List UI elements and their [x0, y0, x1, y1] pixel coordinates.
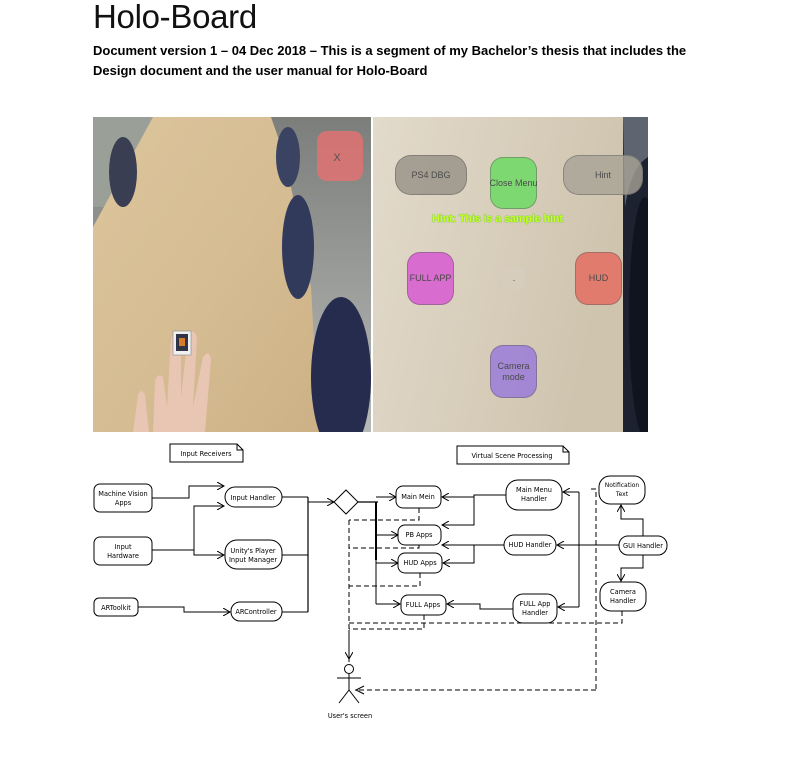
- label-machine-vision-apps: Apps: [115, 499, 132, 507]
- label-notification-text: Text: [615, 491, 629, 498]
- chair: [109, 137, 137, 207]
- node-notification-text: [598, 475, 646, 505]
- chair: [282, 195, 314, 299]
- ar-button-close-menu[interactable]: Close Menu: [489, 157, 538, 209]
- ar-button-label: Close Menu: [489, 177, 538, 188]
- hint-text: Hint: This is a sample hint: [432, 213, 563, 225]
- label-input: Input: [114, 543, 131, 551]
- ar-button-label: Hint: [594, 169, 611, 180]
- label-main-menu-handler: Handler: [521, 495, 547, 503]
- note-input-receivers-label: Input Receivers: [180, 450, 232, 458]
- label-pb-apps: PB Apps: [406, 531, 433, 539]
- note-input-receivers: [169, 443, 244, 463]
- label-input-manager: Input Manager: [229, 556, 277, 564]
- ar-button-label: HUD: [588, 273, 609, 283]
- document-title: Holo-Board: [93, 0, 257, 35]
- close-button-label: X: [333, 152, 341, 164]
- label-unity-player: Unity's Player: [230, 547, 275, 555]
- label-full-app-handler: Handler: [522, 609, 548, 617]
- label-arcontroller: ARController: [235, 608, 276, 616]
- label-full-app: FULL App: [520, 600, 551, 608]
- ar-button-camera-mode[interactable]: Camera mode: [490, 345, 537, 398]
- label-main-menu: Main Menu: [516, 486, 552, 494]
- label-users-screen: User's screen: [328, 712, 372, 720]
- ar-button-label: Camera mode: [497, 360, 530, 382]
- label-full-apps: FULL Apps: [406, 601, 441, 609]
- label-notification: Notification: [605, 482, 640, 489]
- label-hardware: Hardware: [107, 552, 139, 560]
- ar-button-label: .: [512, 272, 516, 283]
- label-hud-apps: HUD Apps: [403, 559, 437, 567]
- chair: [276, 127, 300, 187]
- label-hud-handler: HUD Handler: [509, 541, 552, 549]
- ar-button-hint[interactable]: Hint: [563, 155, 643, 195]
- ar-button-label: PS4 DBG: [411, 169, 451, 180]
- ar-marker: [172, 330, 192, 356]
- document-subtitle: Document version 1 – 04 Dec 2018 – This …: [93, 43, 687, 78]
- label-input-handler: Input Handler: [230, 494, 275, 502]
- note-virtual-scene-processing: [456, 445, 570, 465]
- node-machine-vision-apps: [93, 483, 153, 513]
- close-button-overlay[interactable]: [317, 131, 363, 181]
- table-surface: [93, 117, 319, 432]
- label-gui-handler: GUI Handler: [623, 542, 663, 550]
- ar-button-label: FULL APP: [409, 273, 452, 283]
- dashed-render-flows: [348, 488, 623, 691]
- label-camera: Camera: [610, 588, 636, 596]
- ar-button-center[interactable]: .: [503, 267, 525, 289]
- photo-table-marker: X: [93, 117, 371, 432]
- chair: [311, 297, 371, 432]
- photo-ar-menu: PS4 DBG Close Menu Hint FULL APP . HUD C…: [373, 117, 648, 432]
- label-machine-vision: Machine Vision: [98, 490, 147, 498]
- ar-button-ps4-dbg[interactable]: PS4 DBG: [395, 155, 467, 195]
- node-input-hardware: [93, 536, 153, 566]
- actor-users-screen: [337, 664, 361, 704]
- ar-button-full-app[interactable]: FULL APP: [407, 252, 454, 305]
- label-main-mein: Main Mein: [401, 493, 435, 501]
- node-camera-handler: [599, 581, 647, 612]
- architecture-diagram: Input Receivers Virtual Scene Processing…: [85, 440, 725, 730]
- label-camera-handler: Handler: [610, 597, 636, 605]
- photo-left-scene: X: [93, 117, 371, 432]
- hand: [133, 331, 211, 432]
- ar-button-hud[interactable]: HUD: [575, 252, 622, 305]
- decision-diamond: [333, 489, 359, 515]
- note-virtual-scene-processing-label: Virtual Scene Processing: [471, 452, 552, 460]
- diagram-canvas: Input Receivers Virtual Scene Processing…: [93, 443, 668, 720]
- label-artoolkit: ARToolkit: [101, 604, 131, 612]
